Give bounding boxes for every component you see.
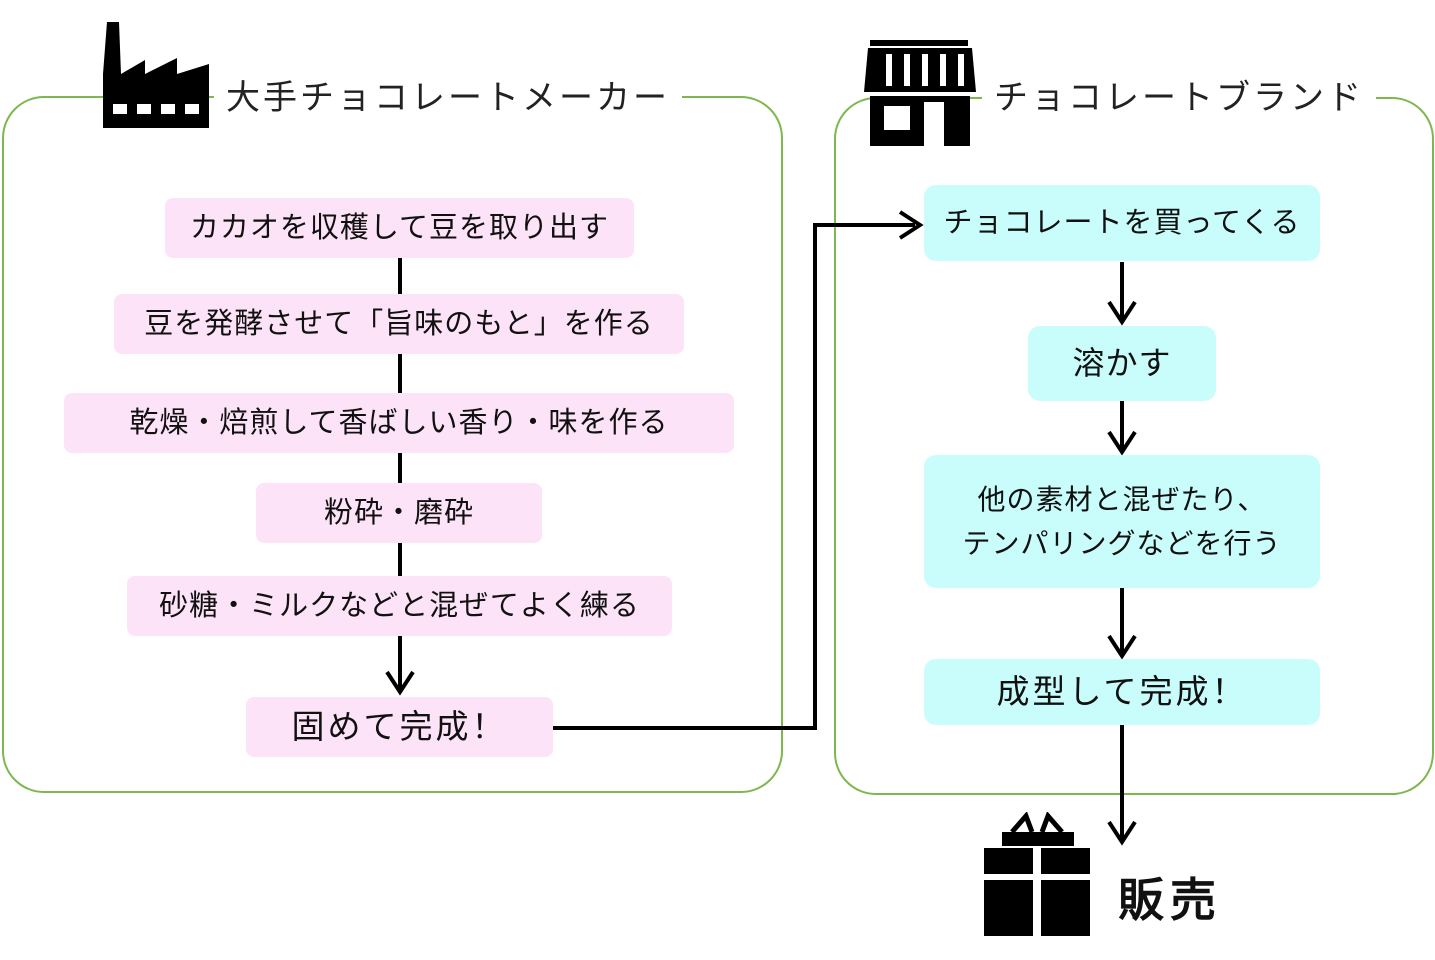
brand-step-complete: 成型して完成！ bbox=[924, 659, 1320, 725]
maker-step-mix: 砂糖・ミルクなどと混ぜてよく練る bbox=[127, 576, 672, 636]
maker-step-grind: 粉砕・磨砕 bbox=[256, 483, 542, 543]
brand-entry-arrowhead bbox=[898, 210, 924, 240]
maker-step-ferment: 豆を発酵させて「旨味のもと」を作る bbox=[114, 294, 684, 354]
brand-step-mix-temper: 他の素材と混ぜたり、 テンパリングなどを行う bbox=[924, 455, 1320, 588]
maker-step-complete: 固めて完成！ bbox=[246, 697, 553, 757]
shop-icon bbox=[864, 40, 976, 146]
factory-icon bbox=[103, 22, 209, 128]
maker-title: 大手チョコレートメーカー bbox=[214, 78, 682, 118]
maker-to-brand-connector bbox=[553, 223, 915, 730]
brand-step-melt: 溶かす bbox=[1028, 326, 1216, 401]
maker-step-harvest: カカオを収穫して豆を取り出す bbox=[165, 198, 634, 258]
sale-label: 販売 bbox=[1118, 873, 1222, 927]
brand-title: チョコレートブランド bbox=[982, 78, 1376, 118]
maker-step-roast: 乾燥・焙煎して香ばしい香り・味を作る bbox=[64, 393, 734, 453]
brand-step-buy: チョコレートを買ってくる bbox=[924, 185, 1320, 261]
gift-icon bbox=[984, 812, 1090, 936]
maker-final-arrowhead bbox=[385, 670, 415, 696]
